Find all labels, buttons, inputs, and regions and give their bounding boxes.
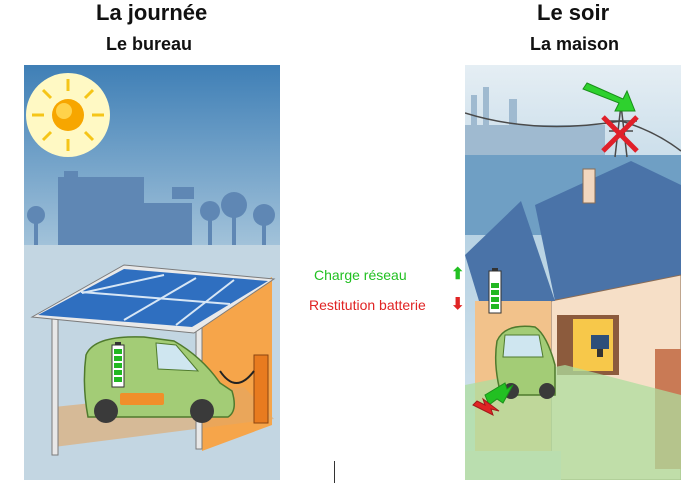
day-title: La journée (96, 0, 208, 25)
battery-icon (111, 342, 125, 388)
electric-car (83, 336, 235, 423)
day-subtitle: Le bureau (106, 34, 193, 54)
grid-charge-label: Charge réseau (314, 267, 407, 283)
battery-return-label: Restitution batterie (309, 297, 426, 313)
battery-icon (488, 268, 502, 314)
evening-subtitle: La maison (530, 34, 620, 54)
arrow-down-icon: ⬇ (451, 296, 465, 313)
cross-icon (601, 115, 639, 153)
arrow-up-icon: ⬆ (451, 266, 465, 283)
computer-monitor (591, 335, 609, 357)
day-illustration (24, 65, 280, 480)
electric-car (494, 325, 556, 399)
evening-illustration (465, 65, 681, 480)
evening-title: Le soir (537, 0, 610, 25)
sun-icon (26, 73, 110, 157)
charging-station (219, 354, 269, 424)
solar-panel-roof (30, 264, 276, 334)
text-cursor (334, 461, 335, 483)
